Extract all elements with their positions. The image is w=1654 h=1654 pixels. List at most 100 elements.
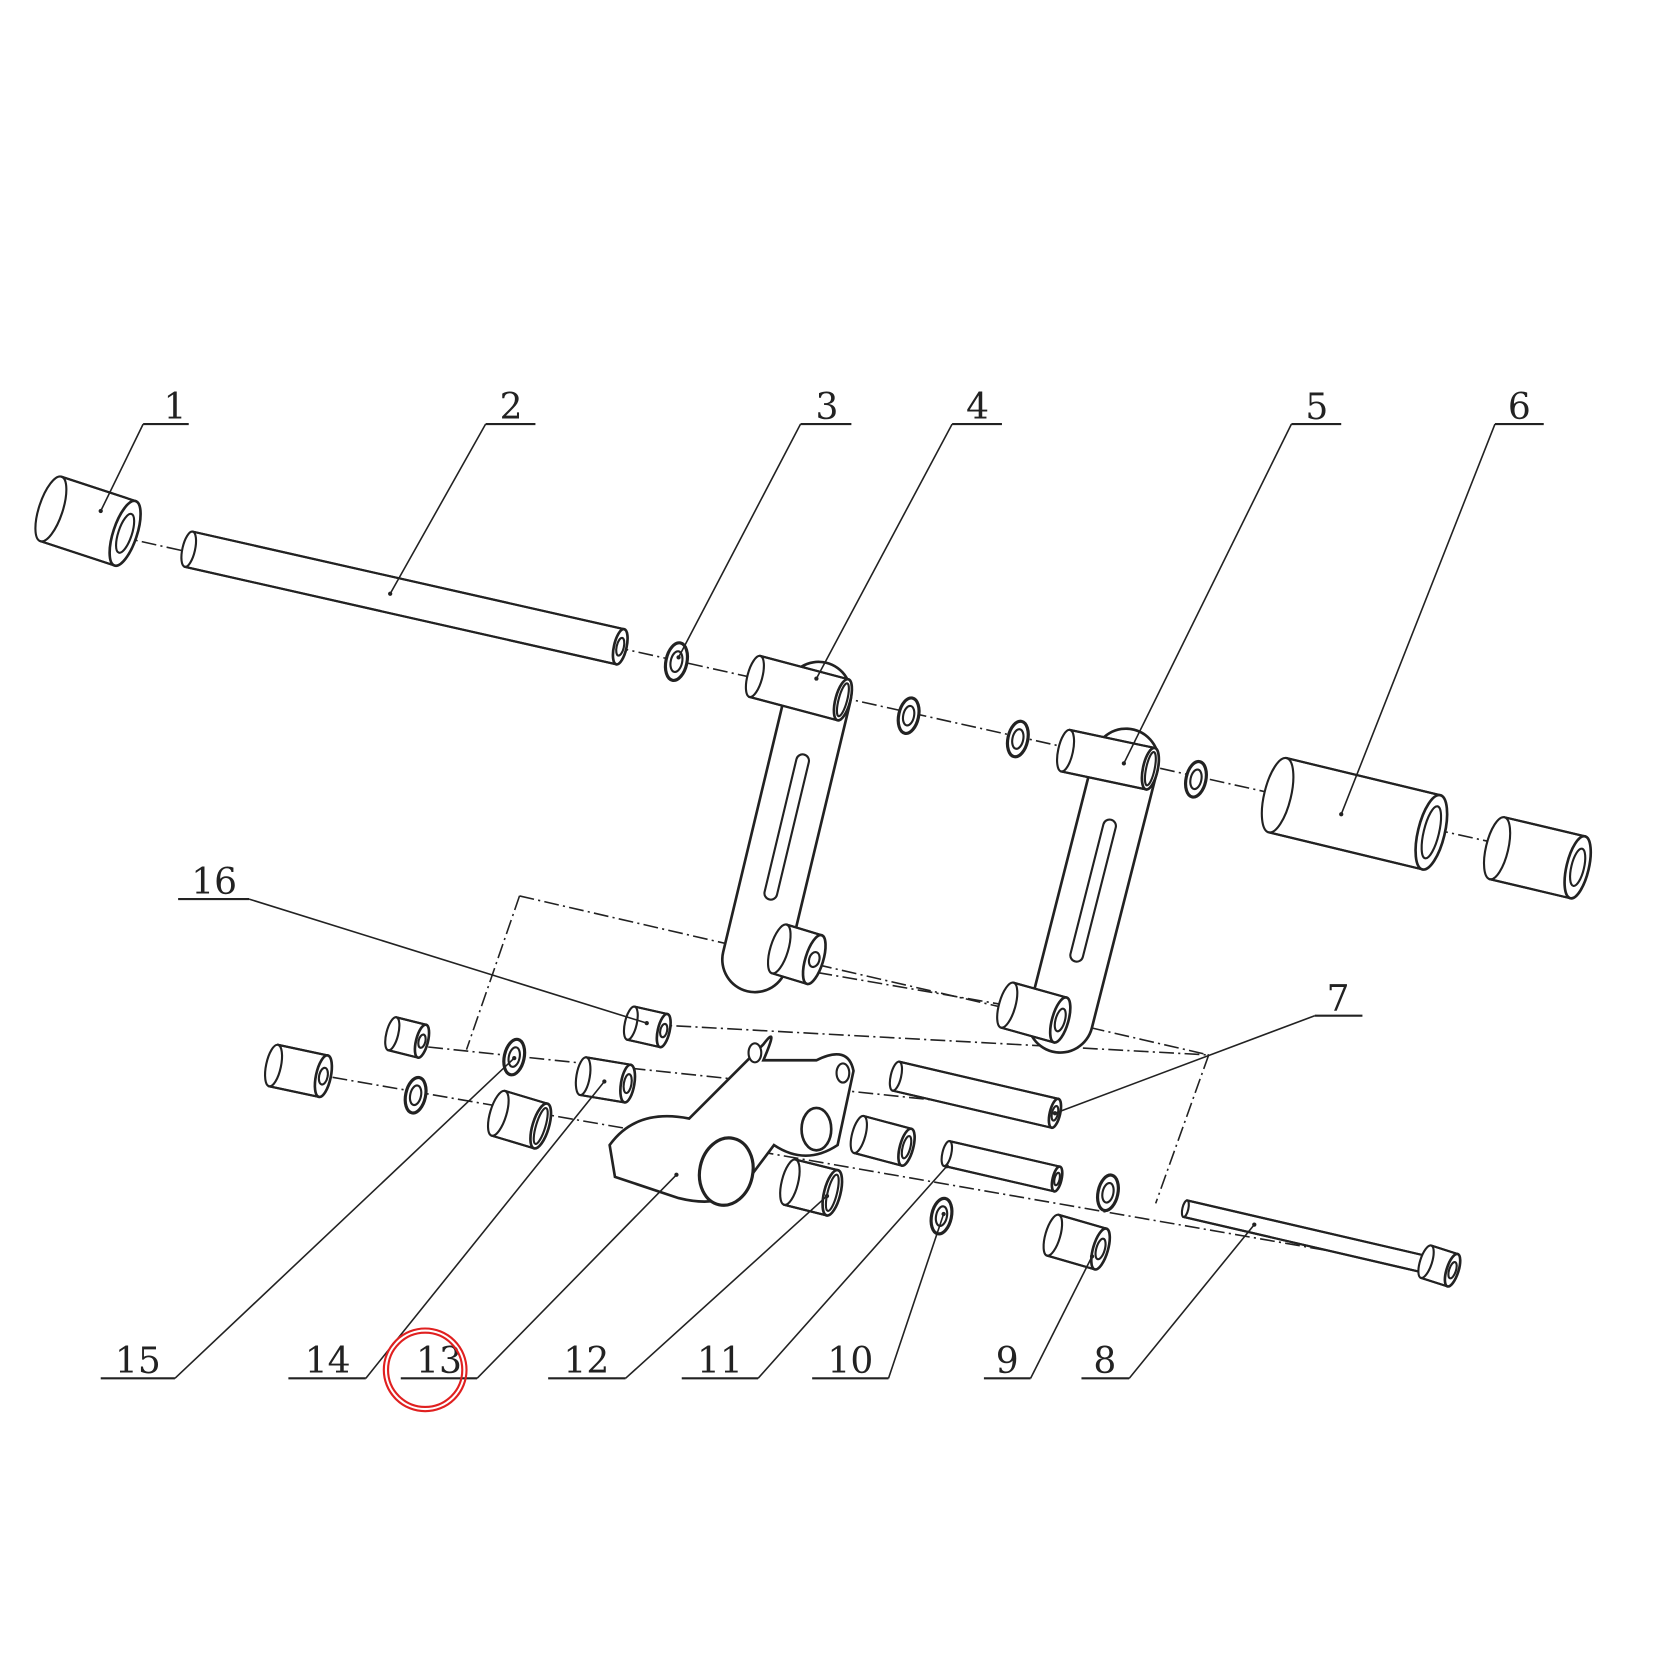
callout-label: 16: [191, 862, 237, 903]
bushing-part-13-hole: [532, 1107, 549, 1145]
leader-line: [677, 423, 802, 658]
leader-line: [389, 423, 487, 595]
spacer-part-6-edge: [1268, 757, 1441, 871]
callout-13: 13: [400, 1172, 679, 1382]
washer-b: [1005, 719, 1030, 759]
nut-part-16: [622, 1005, 672, 1049]
callout-label: 15: [115, 1341, 161, 1382]
callout-label: 14: [305, 1341, 351, 1382]
leader-line: [1128, 1224, 1255, 1379]
pin-part-11-hole: [1053, 1171, 1061, 1187]
callout-15: 15: [100, 1056, 517, 1382]
pin-boss-part-5-hole: [1053, 1007, 1067, 1033]
assembly-axes: [42, 518, 1591, 1274]
callout-6: 6: [1339, 387, 1544, 817]
callout-10: 10: [812, 1211, 946, 1382]
callout-label: 7: [1327, 978, 1350, 1019]
washer-part-10: [929, 1196, 954, 1236]
nut-part-15-hole: [417, 1033, 427, 1049]
pin-boss-part-4-edge: [771, 923, 822, 985]
bolt-head-part-8: [1417, 1244, 1462, 1288]
callout-12: 12: [548, 1193, 830, 1382]
callout-label: 2: [500, 387, 523, 428]
leader-dot: [824, 1193, 830, 1199]
parts: [34, 475, 1593, 1288]
rocker-hole-c: [800, 1106, 833, 1152]
callout-label: 12: [563, 1341, 609, 1382]
callout-11: 11: [681, 1164, 949, 1382]
highlight-ring-outer: [382, 1327, 468, 1413]
leader-line: [1340, 423, 1496, 815]
leader-line: [248, 898, 647, 1024]
bolt-part-7-body: [891, 1060, 1060, 1129]
bushing-part-5-hole: [1143, 751, 1157, 787]
bushing-part-1-hole: [114, 512, 136, 554]
rocker-hole-a: [747, 1042, 763, 1064]
callout-5: 5: [1121, 387, 1342, 766]
pin-part-11-body: [942, 1139, 1062, 1193]
washer-part-10b: [1095, 1173, 1120, 1213]
bushing-part-15: [263, 1043, 334, 1099]
bolt-part-8: [1180, 1199, 1442, 1277]
highlight-ring-inner: [386, 1331, 464, 1409]
spacer-part-11b: [849, 1114, 916, 1168]
spacer-part-11b-edge: [853, 1115, 912, 1167]
callout-9: 9: [983, 1254, 1095, 1382]
bushing-part-12-edge: [783, 1158, 839, 1217]
washer-c: [1183, 759, 1208, 799]
leader-dot: [1339, 812, 1344, 817]
rocker-part-12: [608, 1035, 855, 1207]
callout-16: 16: [178, 862, 649, 1026]
leader-line: [1123, 423, 1293, 764]
leader-dot: [814, 676, 819, 681]
link-part-5: [1026, 727, 1160, 1054]
leader-line: [815, 423, 953, 679]
leader-line: [100, 423, 144, 512]
washer-b-inner: [1011, 728, 1025, 750]
link-part-5-slot-in: [1071, 820, 1115, 961]
callout-7: 7: [1052, 978, 1363, 1116]
bushing-part-13: [486, 1089, 553, 1150]
leader-dot: [1052, 1111, 1058, 1116]
leader-dot: [644, 1021, 649, 1026]
callout-label: 8: [1093, 1341, 1116, 1382]
leader-dot: [676, 655, 681, 660]
highlight-circle: [382, 1327, 468, 1413]
callout-label: 9: [996, 1341, 1019, 1382]
nut-part-15-edge: [387, 1016, 427, 1059]
bushing-part-4-hole: [835, 682, 850, 718]
pin-boss-part-5-edge: [1000, 981, 1067, 1044]
bushing-part-4: [744, 654, 854, 722]
callout-label: 1: [163, 387, 186, 428]
axis-line: [1154, 1054, 1210, 1204]
washer-part-15: [502, 1037, 527, 1077]
callout-2: 2: [388, 387, 536, 596]
link-part-4-slot-in: [765, 755, 808, 899]
leader-line: [365, 1080, 605, 1379]
cap-part-6-hole: [1569, 847, 1587, 887]
axis-line: [519, 895, 1209, 1056]
spacer-part-11b-hole: [900, 1135, 913, 1160]
callout-label: 11: [697, 1341, 743, 1382]
pin-boss-part-4-hole: [807, 951, 821, 969]
bolt-part-8-edge: [1183, 1199, 1439, 1277]
leader-line: [625, 1195, 828, 1379]
callout-label: 10: [827, 1341, 873, 1382]
bushing-part-15-edge: [268, 1043, 329, 1098]
leader-dot: [1252, 1222, 1257, 1227]
bushing-part-12: [779, 1158, 844, 1217]
leader-dot: [602, 1079, 607, 1084]
leader-dot: [512, 1056, 517, 1061]
leader-line: [1054, 1014, 1315, 1115]
bushing-part-9: [1042, 1213, 1112, 1271]
rocker-bore: [697, 1136, 755, 1207]
bushing-part-13-edge: [491, 1089, 548, 1150]
pin-boss-part-4: [766, 923, 827, 986]
spacer-part-6-hole: [1420, 805, 1443, 860]
bolt-part-7: [888, 1060, 1063, 1130]
bushing-part-1: [34, 475, 142, 568]
callout-4: 4: [814, 387, 1002, 681]
washer-c-inner: [1189, 768, 1203, 791]
